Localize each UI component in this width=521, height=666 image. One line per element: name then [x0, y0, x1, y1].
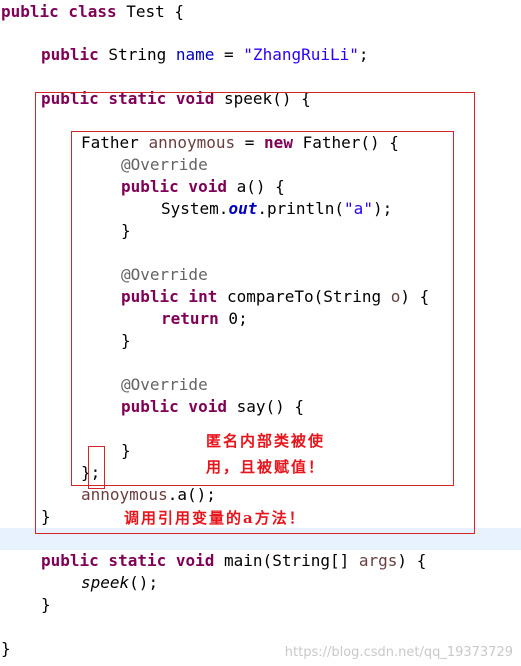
code-line-7: System.out.println("a");: [161, 198, 392, 220]
code-line-14: public void say() {: [121, 396, 304, 418]
anonymous-class-box: [71, 131, 454, 486]
code-text: Father() {: [292, 133, 399, 152]
code-text: );: [372, 199, 393, 218]
code-text: =: [235, 133, 265, 152]
code-line-18: }: [41, 506, 51, 528]
watermark: https://blog.csdn.net/qq_19373729: [284, 645, 513, 660]
code-line-8: }: [121, 220, 131, 242]
method-highlight-box: [35, 92, 475, 534]
keyword: public int: [121, 287, 218, 306]
keyword: public static void: [41, 89, 215, 108]
method-call-note: 调用引用变量的a方法！: [124, 509, 306, 527]
code-line-17: annoymous.a();: [81, 484, 216, 506]
code-text: }: [41, 595, 51, 614]
code-line-3: public static void speek() {: [41, 88, 311, 110]
static-field: out: [228, 199, 258, 218]
field-name: name: [175, 45, 215, 64]
variable-name: annoymous: [148, 133, 236, 152]
method-call: speek: [81, 573, 130, 592]
code-line-4: Father annoymous = new Father() {: [81, 132, 399, 154]
code-line-6: public void a() {: [121, 176, 285, 198]
keyword: public class: [1, 2, 117, 21]
variable-name: annoymous: [81, 485, 168, 504]
annotation: @Override: [121, 155, 208, 174]
keyword: return: [161, 309, 219, 328]
code-text: System.: [161, 199, 229, 218]
code-line-22: }: [1, 638, 11, 660]
code-line-2: public String name = "ZhangRuiLi";: [41, 44, 369, 66]
code-text: =: [214, 45, 244, 64]
keyword: public: [41, 45, 99, 64]
code-line-9: @Override: [121, 264, 208, 286]
code-line-12: }: [121, 330, 131, 352]
code-text: }: [1, 639, 11, 658]
code-line-10: public int compareTo(String o) {: [121, 286, 429, 308]
code-line-5: @Override: [121, 154, 208, 176]
code-text: compareTo(String: [217, 287, 391, 306]
code-text: say() {: [226, 397, 305, 416]
code-text: ();: [129, 573, 159, 592]
code-text: }: [121, 441, 131, 460]
anonymous-class-note: 匿名内部类被使 用，且被赋值！: [206, 432, 326, 476]
code-text: ) {: [397, 551, 427, 570]
annotation: @Override: [121, 375, 208, 394]
code-text: }: [121, 331, 131, 350]
code-text: Father: [81, 133, 149, 152]
code-text: }: [121, 221, 131, 240]
parameter-name: args: [358, 551, 398, 570]
keyword: public void: [121, 177, 227, 196]
code-line-15: }: [121, 440, 131, 462]
string-literal: "ZhangRuiLi": [243, 45, 359, 64]
code-text: .a();: [167, 485, 216, 504]
keyword: public static void: [41, 551, 215, 570]
code-text: };: [81, 463, 101, 482]
code-line-13: @Override: [121, 374, 208, 396]
semicolon-box: [88, 446, 105, 489]
code-line-21: }: [41, 594, 51, 616]
code-line-19: public static void main(String[] args) {: [41, 550, 426, 572]
keyword: new: [264, 133, 293, 152]
code-text: a() {: [226, 177, 285, 196]
parameter-name: o: [390, 287, 401, 306]
code-line-20: speek();: [81, 572, 158, 594]
keyword: public void: [121, 397, 227, 416]
string-literal: "a": [344, 199, 373, 218]
code-line-16: };: [81, 462, 100, 484]
code-text: String: [98, 45, 176, 64]
code-text: ) {: [400, 287, 430, 306]
code-line-11: return 0;: [161, 308, 248, 330]
code-text: ;: [358, 45, 369, 64]
code-text: Test {: [116, 2, 185, 21]
code-text: }: [41, 507, 51, 526]
code-text: 0;: [218, 309, 248, 328]
code-text: speek() {: [214, 89, 311, 108]
code-text: main(String[]: [214, 551, 359, 570]
annotation: @Override: [121, 265, 208, 284]
code-text: .println(: [257, 199, 345, 218]
code-line-1: public class Test {: [1, 1, 184, 23]
